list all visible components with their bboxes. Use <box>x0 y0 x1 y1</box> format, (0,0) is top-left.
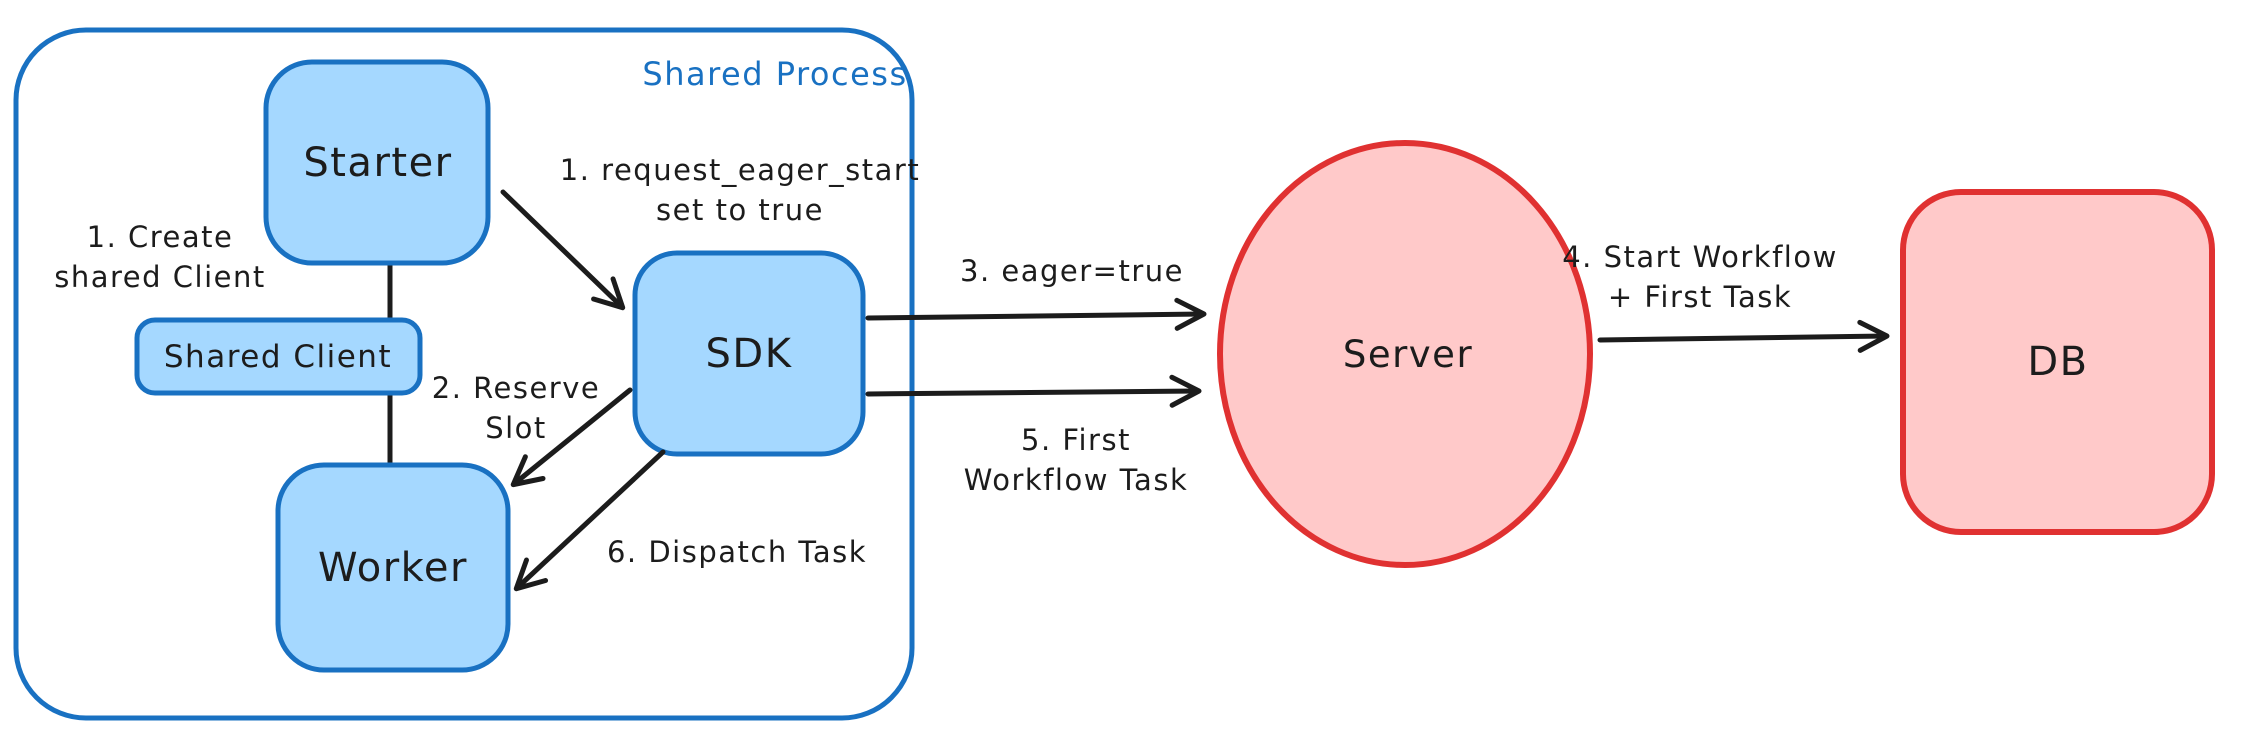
arrow-sdk-to-worker-dispatch-task <box>513 449 666 592</box>
shared-client-label: Shared Client <box>163 339 393 375</box>
annotation-request-eager-start: 1. request_eager_start set to true <box>559 153 921 227</box>
starter-node <box>263 59 491 266</box>
shared-process-container <box>13 27 915 721</box>
shared-process-label: Shared Process <box>642 55 908 93</box>
annotation-reserve-slot: 2. Reserve Slot <box>431 371 601 445</box>
db-label: DB <box>2027 339 2089 385</box>
annotation-create-shared-client: 1. Create shared Client <box>54 220 266 294</box>
shared-client-node <box>134 317 423 396</box>
starter-label: Starter <box>303 140 453 186</box>
arrow-server-to-db <box>1597 319 1890 353</box>
sdk-node <box>632 250 866 457</box>
sdk-label: SDK <box>705 331 793 377</box>
annotation-start-workflow-first-task: 4. Start Workflow + First Task <box>1562 240 1838 314</box>
arrow-starter-to-sdk <box>500 189 626 311</box>
arrow-sdk-to-server-eager <box>865 297 1207 331</box>
annotation-dispatch-task: 6. Dispatch Task <box>606 535 868 569</box>
worker-label: Worker <box>318 545 468 591</box>
worker-node <box>275 462 511 673</box>
arrow-sdk-to-worker-reserve-slot <box>510 387 633 488</box>
server-node <box>1217 140 1593 568</box>
arrow-sdk-to-server-first-workflow-task <box>865 374 1202 408</box>
annotation-eager-true: 3. eager=true <box>960 254 1184 288</box>
db-node <box>1900 189 2215 535</box>
server-label: Server <box>1342 333 1474 376</box>
annotation-first-workflow-task: 5. First Workflow Task <box>963 423 1189 497</box>
